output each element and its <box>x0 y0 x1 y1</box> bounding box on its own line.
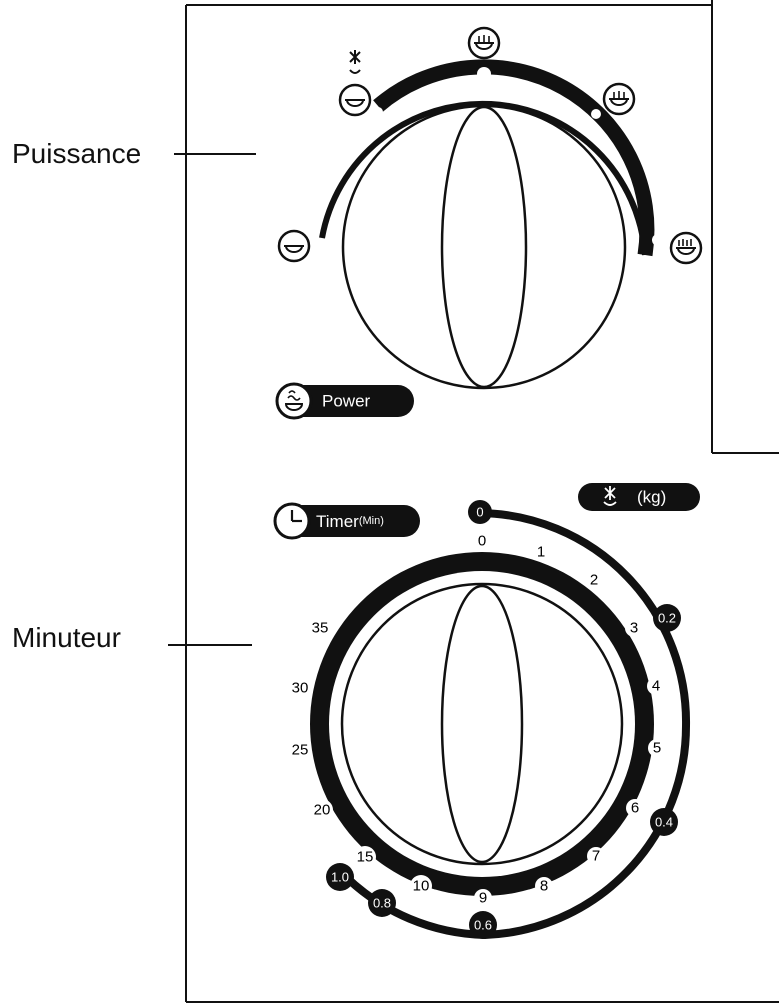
defrost-weight-badge-label: (kg) <box>637 488 666 507</box>
minute-marks: 0 1 2 3 4 5 6 7 8 9 10 15 20 25 30 35 <box>289 532 666 907</box>
weight-mark: 1.0 <box>326 863 354 891</box>
weight-mark: 0.4 <box>650 808 678 836</box>
svg-text:20: 20 <box>314 802 331 819</box>
svg-text:35: 35 <box>312 620 329 637</box>
svg-text:0.4: 0.4 <box>655 815 673 830</box>
svg-text:4: 4 <box>652 678 660 695</box>
power-knob[interactable] <box>341 104 627 390</box>
svg-text:0.2: 0.2 <box>658 611 676 626</box>
svg-text:1: 1 <box>537 544 545 561</box>
minute-mark: 4 <box>647 677 665 695</box>
timer-callout-label: Minuteur <box>12 622 121 653</box>
power-badge-icon <box>284 390 304 411</box>
minute-mark: 2 <box>585 571 603 589</box>
svg-text:25: 25 <box>292 742 309 759</box>
weight-mark: 0 <box>468 500 492 524</box>
weight-mark: 0.6 <box>469 911 497 939</box>
svg-text:0: 0 <box>478 533 486 550</box>
svg-text:10: 10 <box>413 878 430 895</box>
weight-mark: 0.2 <box>653 604 681 632</box>
svg-text:3: 3 <box>630 620 638 637</box>
svg-text:15: 15 <box>357 849 374 866</box>
minute-mark: 20 <box>311 799 333 821</box>
svg-text:0: 0 <box>476 505 483 520</box>
minute-mark: 0 <box>473 532 491 550</box>
power-badge: Power <box>275 382 414 420</box>
minute-mark: 30 <box>289 677 311 699</box>
svg-text:9: 9 <box>479 890 487 907</box>
power-callout-label: Puissance <box>12 138 142 169</box>
svg-text:6: 6 <box>631 800 639 817</box>
timer-badge-label: Timer(Min) <box>316 512 384 531</box>
panel-frame <box>185 0 779 1003</box>
medium-high-bowl-icon <box>602 82 636 116</box>
minute-mark: 1 <box>532 543 550 561</box>
timer-badge: Timer(Min) <box>273 502 420 540</box>
svg-text:2: 2 <box>590 572 598 589</box>
svg-text:1.0: 1.0 <box>331 870 349 885</box>
svg-text:5: 5 <box>653 740 661 757</box>
low-bowl-icon <box>277 229 311 263</box>
minute-mark: 7 <box>587 847 605 865</box>
svg-text:0.8: 0.8 <box>373 896 391 911</box>
medium-bowl-icon <box>467 26 501 60</box>
defrost-weight-badge: (kg) <box>578 483 700 511</box>
clock-icon <box>290 510 302 523</box>
minute-mark: 9 <box>474 889 492 907</box>
snowflake-icon <box>603 486 617 506</box>
minute-mark: 8 <box>535 877 553 895</box>
svg-text:8: 8 <box>540 878 548 895</box>
power-dial-scale <box>319 59 655 257</box>
weight-scale-arc <box>342 509 691 940</box>
minute-mark: 25 <box>289 739 311 761</box>
minute-mark: 6 <box>626 799 644 817</box>
minute-mark: 3 <box>625 619 643 637</box>
timer-knob[interactable] <box>340 582 624 866</box>
minute-mark: 10 <box>410 875 432 897</box>
svg-text:7: 7 <box>592 848 600 865</box>
minute-mark: 35 <box>309 617 331 639</box>
minute-mark: 5 <box>648 739 666 757</box>
minute-mark: 15 <box>354 846 376 868</box>
svg-text:30: 30 <box>292 680 309 697</box>
power-level-markers <box>373 67 664 246</box>
defrost-bowl-icon <box>338 50 372 117</box>
high-bowl-icon <box>669 231 703 265</box>
power-badge-label: Power <box>322 392 371 411</box>
svg-text:0.6: 0.6 <box>474 918 492 933</box>
weight-mark: 0.8 <box>368 889 396 917</box>
weight-marks: 0 0.2 0.4 0.6 0.8 1.0 <box>326 500 681 939</box>
